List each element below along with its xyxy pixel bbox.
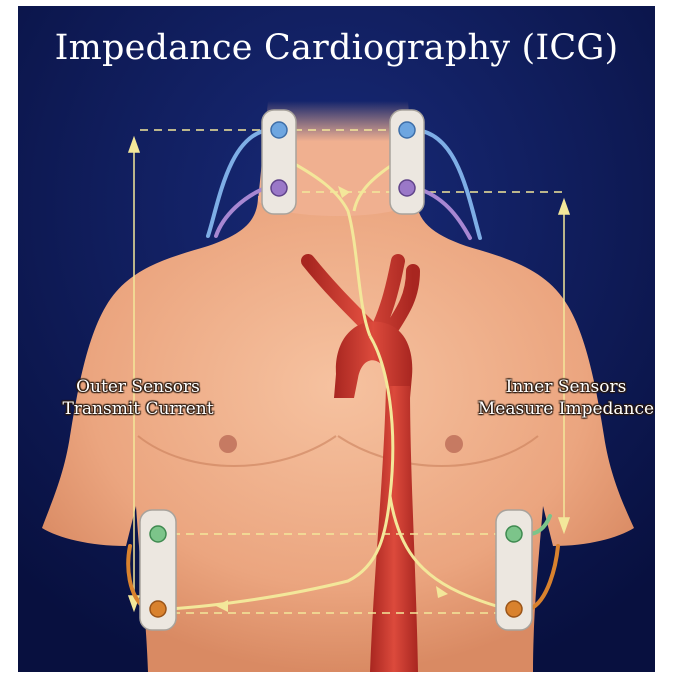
right-nipple [445,435,463,453]
outer-sensors-label-line1: Outer Sensors [48,376,228,398]
outer-sensors-label: Outer Sensors Transmit Current [48,376,228,420]
outer-sensor-left-chest [150,601,166,617]
outer-sensors-label-line2: Transmit Current [48,398,228,420]
left-nipple [219,435,237,453]
inner-sensor-left-chest [150,526,166,542]
diagram-frame: Impedance Cardiography (ICG) Outer Senso… [18,6,655,672]
inner-sensor-left-neck [271,180,287,196]
chest-sensor-right [496,510,532,630]
diagram-title: Impedance Cardiography (ICG) [18,28,655,68]
outer-sensor-right-neck [399,122,415,138]
icg-illustration [18,6,655,672]
inner-sensors-label-line2: Measure Impedance [466,398,655,420]
inner-sensor-right-neck [399,180,415,196]
neck-sensor-right [390,110,424,214]
outer-sensor-left-neck [271,122,287,138]
chest-sensor-left [140,510,176,630]
inner-sensors-label-line1: Inner Sensors [466,376,655,398]
inner-sensors-label: Inner Sensors Measure Impedance [466,376,655,420]
outer-sensor-right-chest [506,601,522,617]
inner-sensor-right-chest [506,526,522,542]
neck-sensor-left [262,110,296,214]
